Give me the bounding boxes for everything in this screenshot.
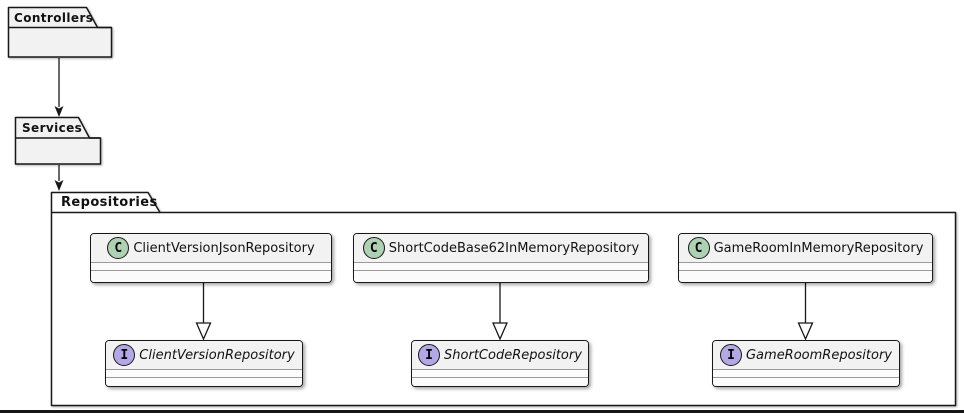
fields-compartment — [713, 369, 899, 377]
class-node-clientversionjsonrepository: C ClientVersionJsonRepository — [90, 233, 332, 283]
methods-compartment — [91, 270, 331, 282]
interface-title: I GameRoomRepository — [713, 341, 899, 369]
methods-compartment — [412, 377, 588, 386]
folder-label-controllers: Controllers — [14, 11, 94, 25]
class-title: C GameRoomInMemoryRepository — [679, 234, 932, 262]
interface-node-shortcoderepository: I ShortCodeRepository — [411, 340, 589, 387]
interface-spot-icon: I — [113, 344, 136, 366]
interface-spot-icon: I — [418, 344, 441, 366]
interface-title: I ClientVersionRepository — [106, 341, 302, 369]
class-spot-icon: C — [107, 237, 130, 259]
fields-compartment — [354, 262, 648, 270]
interface-spot-icon: I — [719, 344, 742, 366]
interface-name: ShortCodeRepository — [444, 347, 582, 363]
class-name: ShortCodeBase62InMemoryRepository — [388, 240, 640, 256]
bottom-border-line — [0, 410, 964, 413]
folder-label-services: Services — [22, 121, 83, 135]
interface-node-clientversionrepository: I ClientVersionRepository — [105, 340, 303, 387]
generalization-clientversionjson-to-clientversion — [195, 283, 212, 341]
interface-name: GameRoomRepository — [745, 347, 892, 363]
class-spot-icon: C — [687, 237, 710, 259]
class-name: ClientVersionJsonRepository — [133, 240, 315, 256]
interface-node-gameroomrepository: I GameRoomRepository — [712, 340, 900, 387]
arrow-controllers-to-services — [54, 58, 64, 117]
class-title: C ClientVersionJsonRepository — [91, 234, 331, 262]
methods-compartment — [354, 270, 648, 282]
fields-compartment — [679, 262, 932, 270]
package-label-repositories: Repositories — [61, 195, 158, 210]
fields-compartment — [106, 369, 302, 377]
class-name: GameRoomInMemoryRepository — [713, 240, 924, 256]
class-node-gameroominmemoryrepository: C GameRoomInMemoryRepository — [678, 233, 933, 283]
fields-compartment — [412, 369, 588, 377]
class-node-shortcodebase62inmemoryrepository: C ShortCodeBase62InMemoryRepository — [353, 233, 649, 283]
folder-shape-controllers — [7, 6, 113, 58]
methods-compartment — [106, 377, 302, 386]
folder-shape-services — [14, 116, 102, 165]
arrow-services-to-repositories — [54, 165, 64, 191]
interface-name: ClientVersionRepository — [139, 347, 295, 363]
methods-compartment — [679, 270, 932, 282]
class-title: C ShortCodeBase62InMemoryRepository — [354, 234, 648, 262]
fields-compartment — [91, 262, 331, 270]
interface-title: I ShortCodeRepository — [412, 341, 588, 369]
generalization-shortcodebase62-to-shortcode — [492, 283, 508, 341]
class-spot-icon: C — [362, 237, 385, 259]
generalization-gameroominmemory-to-gameroom — [797, 283, 814, 341]
methods-compartment — [713, 377, 899, 386]
